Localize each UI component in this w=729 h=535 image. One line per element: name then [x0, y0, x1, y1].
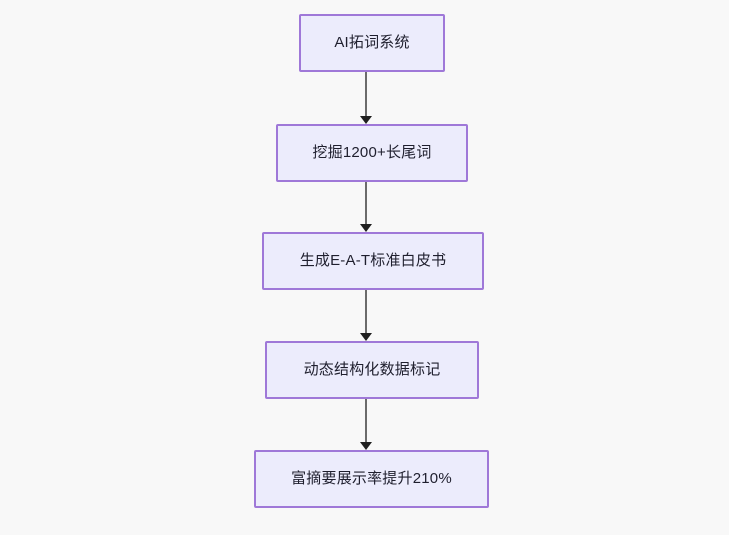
connector-node-4-to-node-5 [359, 399, 373, 450]
flowchart-node-generate-eat-whitepaper[interactable]: 生成E-A-T标准白皮书 [262, 232, 484, 290]
flowchart-node-label: 生成E-A-T标准白皮书 [299, 252, 447, 269]
connector-node-3-to-node-4 [359, 290, 373, 341]
connector-line [365, 290, 367, 334]
connector-node-1-to-node-2 [359, 72, 373, 124]
flowchart-node-label: AI拓词系统 [334, 34, 410, 51]
arrowhead-icon [360, 224, 372, 232]
flowchart-node-dynamic-structured-data-markup[interactable]: 动态结构化数据标记 [265, 341, 479, 399]
flowchart-node-ai-keyword-system[interactable]: AI拓词系统 [299, 14, 445, 72]
connector-line [365, 399, 367, 443]
connector-line [365, 182, 367, 225]
flowchart-node-label: 富摘要展示率提升210% [291, 470, 452, 487]
connector-node-2-to-node-3 [359, 182, 373, 232]
flowchart-node-rich-snippet-impression-uplift[interactable]: 富摘要展示率提升210% [254, 450, 489, 508]
connector-line [365, 72, 367, 117]
arrowhead-icon [360, 116, 372, 124]
arrowhead-icon [360, 333, 372, 341]
arrowhead-icon [360, 442, 372, 450]
flowchart-node-label: 挖掘1200+长尾词 [312, 144, 432, 161]
flowchart-node-mine-longtail-keywords[interactable]: 挖掘1200+长尾词 [276, 124, 468, 182]
flowchart-node-label: 动态结构化数据标记 [303, 361, 441, 378]
